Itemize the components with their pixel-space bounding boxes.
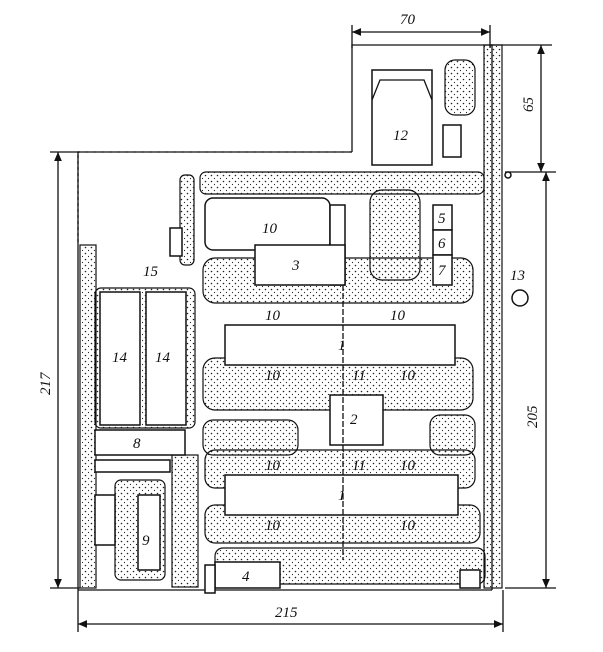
- label-13: 13: [510, 268, 525, 284]
- label-10: 10: [400, 518, 416, 534]
- dim-bottom: 215: [275, 605, 298, 621]
- label-10: 10: [265, 368, 281, 384]
- structure-13: [511, 289, 529, 307]
- label-7: 7: [438, 263, 447, 279]
- label-14b: 14: [155, 350, 171, 366]
- label-1-lower: 1: [338, 488, 346, 504]
- label-8: 8: [133, 436, 141, 452]
- label-10: 10: [262, 221, 278, 237]
- label-10: 10: [265, 458, 281, 474]
- building-1-lower: [224, 474, 459, 516]
- area-8: [94, 429, 186, 456]
- label-6: 6: [438, 236, 446, 252]
- label-12: 12: [393, 128, 409, 144]
- labels: 12 10 3 5 6 7 13 15 14 14 8 9 4 1 1 2 10…: [112, 128, 525, 585]
- building-2: [329, 394, 384, 446]
- label-14a: 14: [112, 350, 128, 366]
- building-1-upper: [224, 324, 456, 366]
- buildings: [94, 69, 529, 594]
- label-10: 10: [265, 308, 281, 324]
- label-10: 10: [400, 368, 416, 384]
- label-2: 2: [350, 412, 358, 428]
- building-12: [371, 69, 433, 166]
- building-9: [137, 494, 161, 571]
- label-3: 3: [291, 258, 300, 274]
- label-10: 10: [265, 518, 281, 534]
- dim-left: 217: [38, 371, 54, 395]
- dim-top: 70: [400, 12, 416, 28]
- label-10: 10: [400, 458, 416, 474]
- dim-right-upper: 65: [521, 97, 537, 113]
- building-3: [254, 244, 346, 286]
- green-areas: [79, 44, 503, 589]
- building-14a: [99, 291, 141, 426]
- label-1-upper: 1: [338, 338, 346, 354]
- label-4: 4: [242, 569, 250, 585]
- label-11: 11: [352, 368, 366, 384]
- label-11: 11: [352, 458, 366, 474]
- building-7: [432, 254, 453, 286]
- dim-right-lower: 205: [525, 405, 541, 428]
- label-9: 9: [142, 533, 150, 549]
- label-10: 10: [390, 308, 406, 324]
- label-15: 15: [143, 264, 159, 280]
- building-14b: [145, 291, 187, 426]
- label-5: 5: [438, 211, 446, 227]
